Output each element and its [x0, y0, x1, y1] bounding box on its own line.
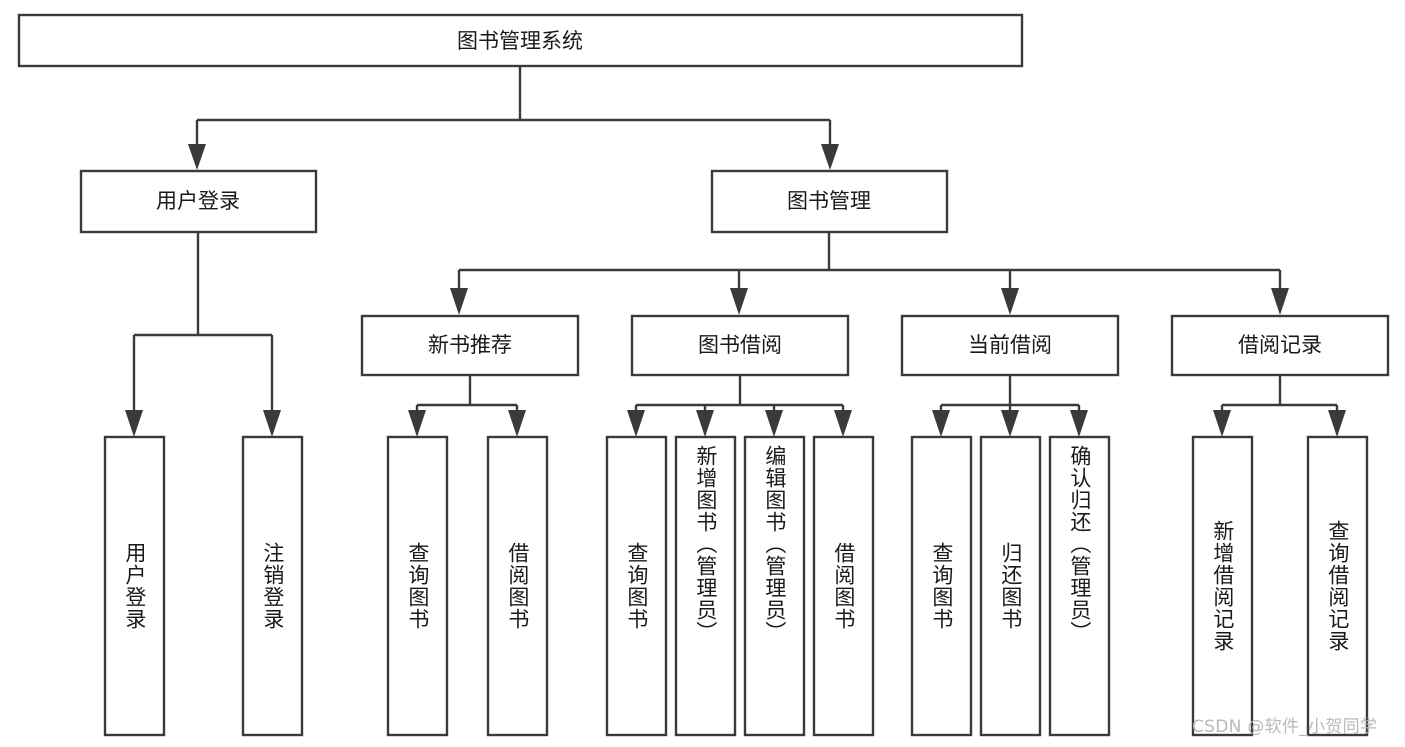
node-user-login-box[interactable]: [79, 169, 318, 234]
connectors: [125, 66, 1346, 437]
node-book-management[interactable]: 图书管理: [710, 169, 949, 234]
leaf-box-user-login[interactable]: [103, 435, 166, 737]
arrow-head-leaf-confirm-return: [1070, 410, 1088, 437]
node-new-book-recommend-box[interactable]: [360, 314, 580, 377]
node-title-label: 图书管理系统: [457, 29, 583, 53]
arrow-head-new-book-recommend: [450, 288, 468, 315]
leaf-boxes: [103, 435, 1369, 737]
leaf-box-edit-book[interactable]: [743, 435, 806, 737]
node-current-borrow[interactable]: 当前借阅: [900, 314, 1120, 377]
node-borrow-record-box[interactable]: [1170, 314, 1390, 377]
leaf-box-return-book[interactable]: [979, 435, 1042, 737]
node-book-management-box[interactable]: [710, 169, 949, 234]
node-borrow-record[interactable]: 借阅记录: [1170, 314, 1390, 377]
arrow-head-leaf-return-book: [1001, 410, 1019, 437]
node-new-book-recommend[interactable]: 新书推荐: [360, 314, 580, 377]
leaf-box-query-book-2[interactable]: [605, 435, 668, 737]
leaf-box-query-borrow-record[interactable]: [1306, 435, 1369, 737]
node-book-borrow-box[interactable]: [630, 314, 850, 377]
node-new-book-recommend-label: 新书推荐: [428, 333, 512, 357]
arrow-head-book-borrow: [730, 288, 748, 315]
arrow-head-leaf-user-login: [125, 410, 143, 437]
node-book-borrow-label: 图书借阅: [698, 333, 782, 357]
node-current-borrow-box[interactable]: [900, 314, 1120, 377]
arrow-head-leaf-query-book-3: [932, 410, 950, 437]
arrow-head-leaf-add-borrow-record: [1213, 410, 1231, 437]
leaf-box-query-book-1[interactable]: [386, 435, 449, 737]
leaf-box-borrow-book-2[interactable]: [812, 435, 875, 737]
arrow-head-book-management: [821, 144, 839, 170]
arrow-head-leaf-query-borrow-record: [1328, 410, 1346, 437]
leaf-box-borrow-book-1[interactable]: [486, 435, 549, 737]
leaf-box-add-borrow-record[interactable]: [1191, 435, 1254, 737]
arrow-head-leaf-edit-book: [765, 410, 783, 437]
node-user-login[interactable]: 用户登录: [79, 169, 318, 234]
arrow-head-leaf-query-book-2: [627, 410, 645, 437]
node-current-borrow-label: 当前借阅: [968, 333, 1052, 357]
leaf-box-confirm-return[interactable]: [1048, 435, 1111, 737]
node-user-login-label: 用户登录: [156, 189, 240, 213]
arrow-head-borrow-record: [1271, 288, 1289, 315]
node-title-box[interactable]: [17, 13, 1024, 68]
node-title[interactable]: 图书管理系统: [17, 13, 1024, 68]
arrow-head-leaf-query-book-1: [408, 410, 426, 437]
leaf-box-add-book[interactable]: [674, 435, 737, 737]
arrow-head-leaf-borrow-book-2: [834, 410, 852, 437]
arrow-head-leaf-logout-login: [263, 410, 281, 437]
arrow-head-leaf-add-book: [696, 410, 714, 437]
arrow-head-current-borrow: [1001, 288, 1019, 315]
node-book-management-label: 图书管理: [787, 189, 871, 213]
node-borrow-record-label: 借阅记录: [1238, 333, 1322, 357]
arrow-head-leaf-borrow-book-1: [508, 410, 526, 437]
leaf-box-query-book-3[interactable]: [910, 435, 973, 737]
arrow-head-user-login: [188, 144, 206, 170]
leaf-box-logout-login[interactable]: [241, 435, 304, 737]
csdn-watermark: CSDN @软件_小贺同学: [1192, 717, 1378, 737]
node-book-borrow[interactable]: 图书借阅: [630, 314, 850, 377]
